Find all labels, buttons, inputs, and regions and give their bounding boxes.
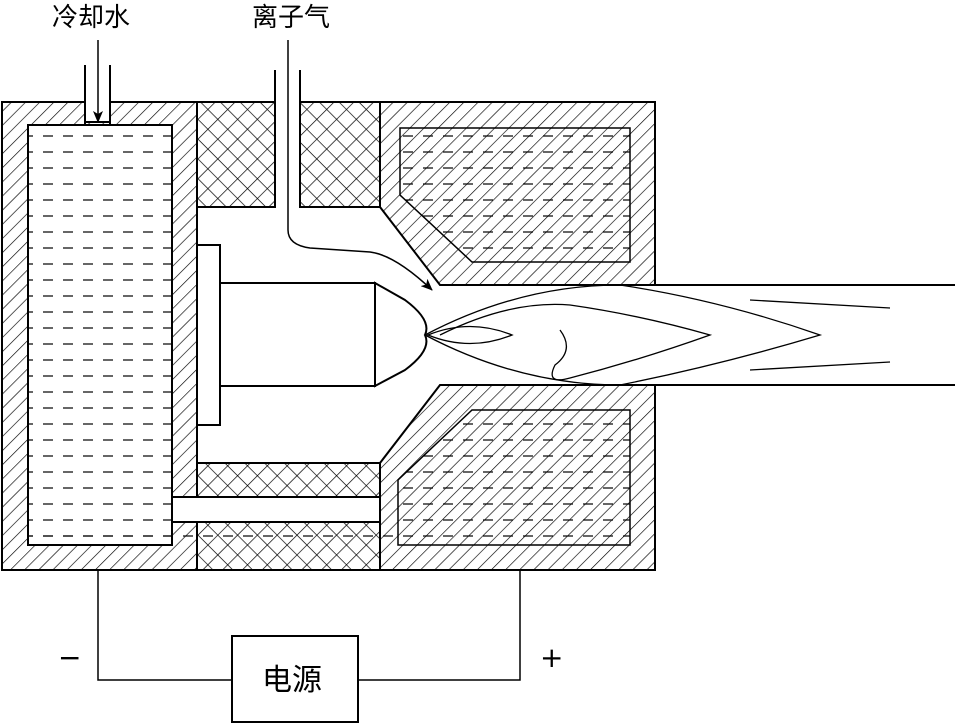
ion-gas-arrow bbox=[287, 40, 433, 291]
cathode bbox=[196, 244, 428, 426]
wire-positive bbox=[358, 570, 521, 681]
anode-nozzle-body bbox=[379, 101, 656, 571]
left-cooling-jacket bbox=[1, 101, 398, 571]
cathode-flange bbox=[196, 244, 221, 426]
power-source-box bbox=[231, 635, 359, 723]
insulators bbox=[196, 101, 381, 571]
positive-terminal-label: + bbox=[540, 641, 563, 674]
power-circuit bbox=[97, 570, 521, 723]
left-water-chamber bbox=[27, 124, 173, 546]
lower-insulator bbox=[196, 462, 381, 498]
bottom-insulator bbox=[196, 521, 381, 571]
top-insulator-right bbox=[299, 101, 381, 208]
plasma-flame bbox=[423, 284, 891, 386]
negative-terminal-label: − bbox=[58, 641, 81, 674]
jet-line-bottom bbox=[749, 361, 891, 371]
cathode-tip bbox=[374, 281, 428, 388]
cooling-water-label: 冷却水 bbox=[52, 3, 130, 33]
jet-line-top bbox=[749, 299, 891, 309]
wire-negative bbox=[97, 570, 232, 681]
flame-core bbox=[426, 325, 514, 345]
cathode-body bbox=[219, 282, 376, 387]
power-source-label: 电源 bbox=[262, 663, 322, 698]
nozzle-channel bbox=[655, 284, 955, 386]
top-insulator-left bbox=[196, 101, 276, 208]
nozzle-upper-water bbox=[399, 127, 631, 263]
cooling-water-inlet: 冷却水 bbox=[52, 3, 130, 125]
ion-gas-inlet: 离子气 bbox=[252, 3, 433, 291]
ion-gas-label: 离子气 bbox=[252, 3, 330, 33]
flame-middle bbox=[439, 303, 713, 381]
nozzle-lower-water bbox=[397, 409, 631, 546]
